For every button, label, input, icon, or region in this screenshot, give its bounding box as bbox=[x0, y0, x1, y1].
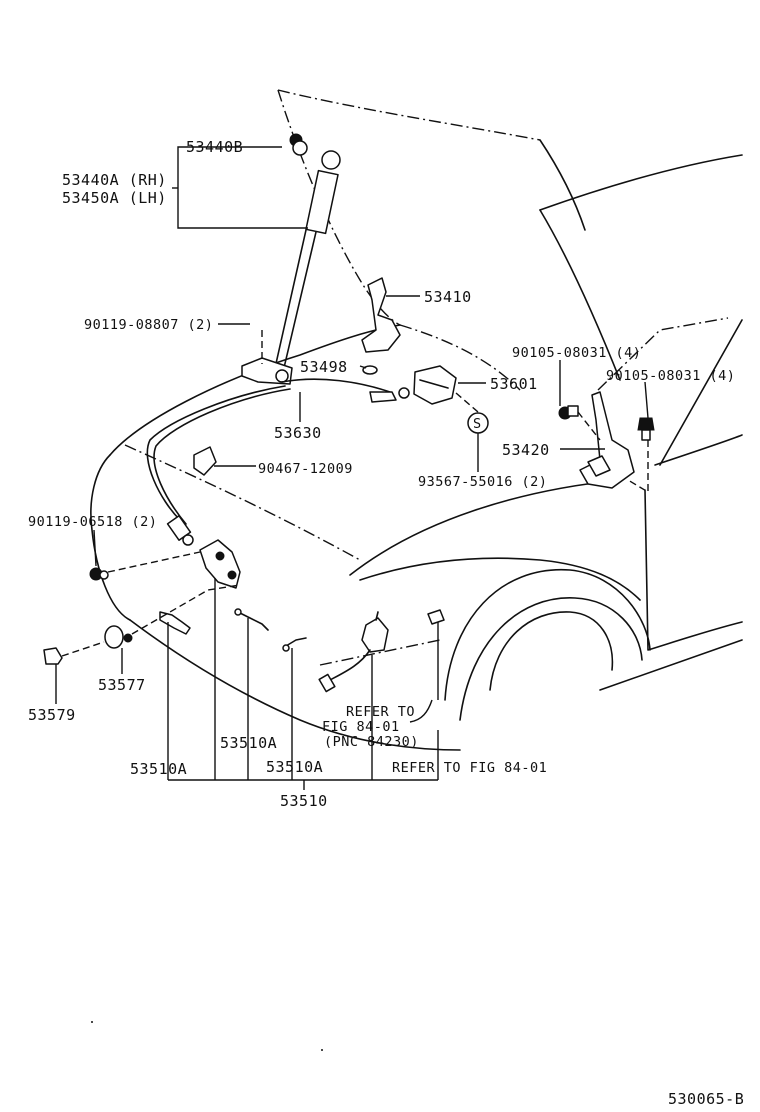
latch-switch-part bbox=[318, 611, 389, 693]
label-53510a-right: 53510A bbox=[266, 758, 323, 776]
refer-line-2: FIG 84-01 bbox=[322, 719, 400, 735]
screw-part bbox=[427, 609, 445, 625]
scan-specks bbox=[91, 1021, 323, 1051]
hood-lock-part bbox=[413, 365, 457, 405]
stopper-part bbox=[43, 647, 63, 665]
refer-line-3: (PNC 84230) bbox=[324, 734, 419, 750]
label-53498: 53498 bbox=[300, 358, 348, 376]
label-90105-08031-b: 90105-08031 (4) bbox=[606, 368, 735, 384]
label-93567-55016: 93567-55016 (2) bbox=[418, 474, 547, 490]
label-90467-12009: 90467-12009 bbox=[258, 461, 353, 477]
refer-line-1: REFER TO bbox=[346, 704, 415, 720]
bolt-part bbox=[558, 405, 655, 441]
label-53440b: 53440B bbox=[186, 138, 243, 156]
label-53577: 53577 bbox=[98, 676, 146, 694]
s-mark-symbol: S bbox=[467, 412, 489, 434]
label-90105-08031-a: 90105-08031 (4) bbox=[512, 345, 641, 361]
label-53450a-lh: 53450A (LH) bbox=[62, 189, 167, 207]
label-53601: 53601 bbox=[490, 375, 538, 393]
clip-part bbox=[362, 365, 378, 375]
cushion-part bbox=[104, 625, 133, 649]
cable-clamp-part bbox=[193, 446, 217, 476]
lower-hinge-part bbox=[579, 391, 635, 489]
label-90119-08807: 90119-08807 (2) bbox=[84, 317, 213, 333]
label-53510: 53510 bbox=[280, 792, 328, 810]
lock-bolt-part bbox=[89, 567, 109, 581]
label-53440a-rh: 53440A (RH) bbox=[62, 171, 167, 189]
refer-fig-84-01: REFER TO FIG 84-01 bbox=[392, 760, 547, 776]
release-cable bbox=[146, 378, 410, 546]
s-mark-text: S bbox=[473, 416, 482, 432]
spring-parts bbox=[159, 608, 307, 652]
leader-lines bbox=[55, 146, 649, 790]
label-53410: 53410 bbox=[424, 288, 472, 306]
part-labels: 53440B 53440A (RH) 53450A (LH) 53410 901… bbox=[28, 138, 744, 1108]
label-53510a-mid: 53510A bbox=[220, 734, 277, 752]
figure-code: 530065-B bbox=[668, 1090, 744, 1108]
label-53630: 53630 bbox=[274, 424, 322, 442]
label-90119-06518: 90119-06518 (2) bbox=[28, 514, 157, 530]
label-53510a-left: 53510A bbox=[130, 760, 187, 778]
hood-support-strut bbox=[241, 150, 341, 385]
lock-assembly-part bbox=[199, 539, 241, 589]
label-53420: 53420 bbox=[502, 441, 550, 459]
ball-stud-part bbox=[289, 133, 308, 156]
label-53579: 53579 bbox=[28, 706, 76, 724]
hood-hinge-part bbox=[361, 277, 401, 353]
